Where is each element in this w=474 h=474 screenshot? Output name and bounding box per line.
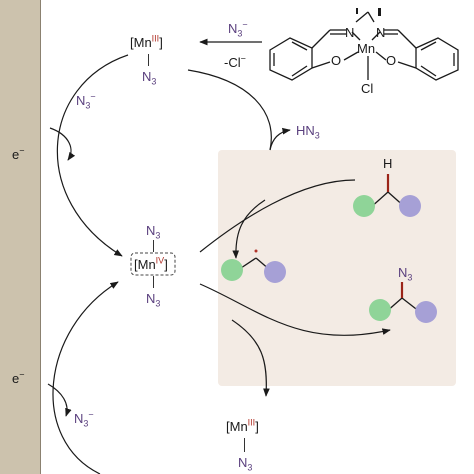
oxidation-arc-2: [52, 281, 119, 474]
substrate-node-purple: [399, 195, 421, 217]
radical-formation-arrow: [232, 199, 266, 259]
azide-transfer-arc: [199, 283, 391, 336]
top-mn-iii-label: [MnIII]: [130, 33, 163, 50]
substrate-h-label: H: [383, 156, 393, 171]
hn3-label: HN3: [296, 123, 320, 141]
catalyst-structure: [269, 11, 459, 81]
radical-dot: [254, 249, 258, 253]
product-azide-label: N3: [398, 265, 413, 283]
radical-intermediate: [221, 249, 286, 283]
electrode-bar: [0, 0, 41, 474]
hn3-branch-arrow: [269, 127, 291, 151]
bottom-mn-azide-ligand: N3: [238, 455, 253, 473]
top-mn-bond: [148, 54, 149, 66]
radical-node-green: [221, 259, 243, 281]
top-azide-reagent: N3−: [228, 19, 248, 39]
azide-entry-arc-1: [49, 127, 76, 161]
hn3-release-arc: [187, 69, 272, 151]
catalyst-n2: N: [376, 25, 386, 40]
catalyst-n1: N: [345, 25, 355, 40]
product-node-purple: [415, 301, 437, 323]
product-molecule: [369, 282, 437, 323]
substrate-molecule: [353, 174, 421, 217]
hat-arc: [199, 179, 356, 253]
bottom-mn-iii-label: [MnIII]: [226, 417, 259, 434]
side-azide-1: N3−: [76, 91, 96, 111]
radical-panel: [218, 150, 456, 386]
product-node-green: [369, 299, 391, 321]
chloride-leaving: -Cl−: [224, 53, 246, 70]
side-electron-2: e−: [12, 369, 25, 386]
mid-mn-top-bond: [153, 240, 154, 252]
oxidation-arc-1: [56, 54, 129, 257]
top-mn-azide-ligand: N3: [142, 69, 157, 87]
catalyst-mn: Mn: [357, 41, 376, 56]
side-electron-1: e−: [12, 145, 25, 162]
stereo-wedges: [356, 8, 381, 16]
catalyst-o1: O: [331, 53, 342, 68]
substrate-node-green: [353, 195, 375, 217]
bottom-mn-bond: [244, 438, 245, 452]
radical-node-purple: [264, 261, 286, 283]
mn-iv-dashed-box: [130, 252, 176, 276]
side-azide-2: N3−: [74, 409, 94, 429]
mid-mn-top-azide: N3: [146, 223, 161, 241]
azide-entry-arc-2: [47, 383, 72, 417]
catalyst-cl: Cl: [361, 81, 374, 96]
mid-mn-bottom-bond: [153, 276, 154, 288]
mid-mn-iv-label: [MnIV]: [134, 255, 168, 272]
reduction-arrow: [231, 319, 270, 397]
mid-mn-bottom-azide: N3: [146, 291, 161, 309]
catalyst-o2: O: [386, 53, 397, 68]
